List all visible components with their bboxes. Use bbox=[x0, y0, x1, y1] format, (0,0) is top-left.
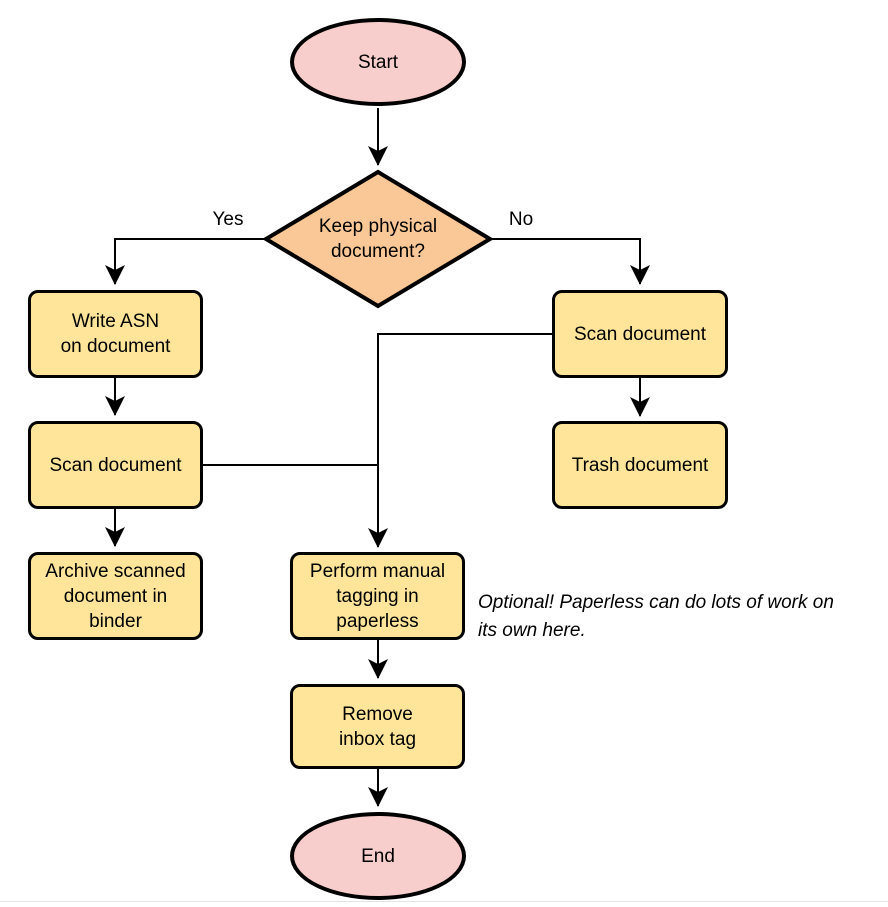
node-start: Start bbox=[290, 18, 466, 106]
annotation-note: Optional! Paperless can do lots of work … bbox=[478, 592, 834, 641]
edge-decision-write-asn-yes bbox=[105, 238, 266, 285]
edge-label-no: No bbox=[508, 209, 534, 230]
node-archive-binder: Archive scanned document in binder bbox=[28, 552, 203, 640]
edge-scan-right-tagging bbox=[368, 333, 552, 548]
node-perform-tagging: Perform manual tagging in paperless bbox=[290, 552, 465, 640]
bottom-divider bbox=[0, 901, 888, 902]
node-write-asn: Write ASN on document bbox=[28, 290, 203, 378]
node-scan-document-left: Scan document bbox=[28, 421, 203, 509]
edge-decision-scan-right-no bbox=[490, 238, 650, 285]
node-scan-document-right: Scan document bbox=[552, 290, 728, 378]
node-end: End bbox=[290, 812, 466, 900]
edge-label-yes: Yes bbox=[212, 209, 244, 230]
node-remove-inbox-tag: Remove inbox tag bbox=[290, 684, 465, 769]
node-decision: Keep physical document? bbox=[318, 216, 438, 262]
decision-diamond-shape bbox=[262, 169, 494, 309]
node-trash-document: Trash document bbox=[552, 421, 728, 509]
